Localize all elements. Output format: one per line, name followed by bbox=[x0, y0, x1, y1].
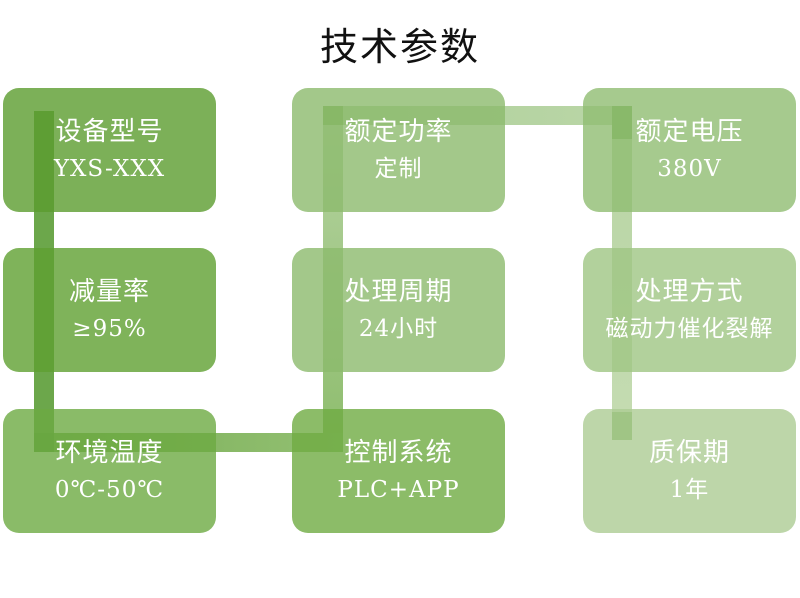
param-box-warranty: 质保期 1年 bbox=[583, 409, 796, 533]
param-value: 380V bbox=[657, 156, 722, 182]
param-label: 设备型号 bbox=[55, 117, 164, 147]
param-value: 24小时 bbox=[358, 316, 439, 342]
param-value: 定制 bbox=[374, 156, 423, 182]
param-value: 0℃-50℃ bbox=[54, 477, 165, 503]
param-label: 控制系统 bbox=[344, 438, 453, 468]
param-value: YXS-XXX bbox=[53, 156, 166, 182]
param-box-ambient-temperature: 环境温度 0℃-50℃ bbox=[3, 409, 216, 533]
param-box-rated-voltage: 额定电压 380V bbox=[583, 88, 796, 212]
page-title: 技术参数 bbox=[319, 25, 480, 69]
param-label: 环境温度 bbox=[55, 438, 164, 468]
param-label: 额定电压 bbox=[635, 117, 744, 147]
param-box-reduction-rate: 减量率 ≥95% bbox=[3, 248, 216, 372]
param-box-control-system: 控制系统 PLC+APP bbox=[292, 409, 505, 533]
param-box-processing-cycle: 处理周期 24小时 bbox=[292, 248, 505, 372]
param-label: 处理方式 bbox=[635, 277, 744, 307]
param-value: 1年 bbox=[669, 477, 710, 503]
param-box-device-model: 设备型号 YXS-XXX bbox=[3, 88, 216, 212]
param-label: 处理周期 bbox=[344, 277, 453, 307]
param-value: 磁动力催化裂解 bbox=[605, 316, 774, 342]
param-label: 额定功率 bbox=[344, 117, 453, 147]
param-label: 减量率 bbox=[68, 277, 150, 307]
param-label: 质保期 bbox=[648, 438, 730, 468]
param-box-processing-method: 处理方式 磁动力催化裂解 bbox=[583, 248, 796, 372]
param-value: ≥95% bbox=[72, 316, 147, 342]
param-box-rated-power: 额定功率 定制 bbox=[292, 88, 505, 212]
param-value: PLC+APP bbox=[337, 477, 460, 503]
